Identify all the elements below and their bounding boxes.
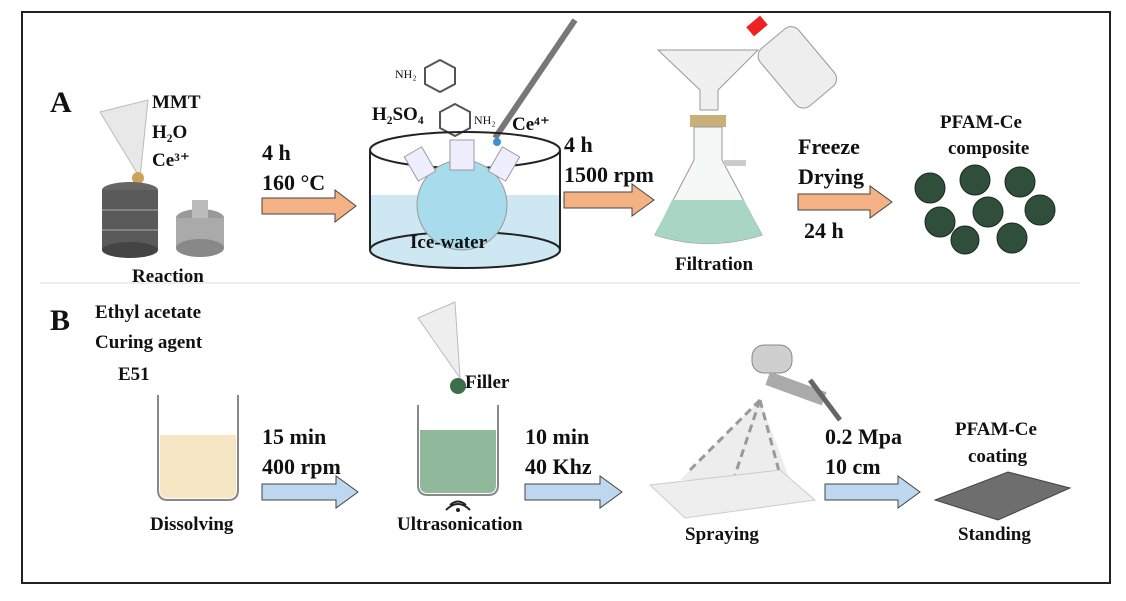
filtration-label: Filtration (675, 254, 754, 275)
arrow-right-icon (797, 185, 893, 219)
reagent-curing-agent: Curing agent (95, 332, 203, 353)
arrow2-b-time: 10 min (525, 424, 589, 449)
spraying-label: Spraying (685, 524, 759, 545)
figure-border (21, 11, 1111, 584)
freeze-label: Freeze (798, 134, 860, 159)
nh2-label-2: NH₂ (474, 113, 496, 127)
h2so4-label: H₂SO₄ (372, 104, 424, 125)
beaker-icon (157, 395, 239, 501)
composite-particles-icon (914, 164, 1056, 255)
arrow-right-icon (524, 475, 623, 509)
ultrasonic-beaker-icon (417, 301, 499, 512)
filtration-icon (654, 15, 837, 244)
arrow2-a-time: 4 h (564, 132, 593, 157)
arrow2-b-freq: 40 Khz (525, 454, 592, 479)
product-a-line1: PFAM-Ce (940, 112, 1022, 133)
ice-bath-icon: NH₂ NH₂ (369, 18, 578, 269)
spray-gun-icon (648, 344, 842, 519)
arrow1-a-temp: 160 °C (262, 170, 325, 195)
step-reaction-label: Reaction (132, 266, 204, 287)
ce4-label: Ce⁴⁺ (512, 114, 550, 135)
arrow-right-icon (261, 475, 359, 509)
ultrasonication-label: Ultrasonication (397, 514, 523, 535)
ice-water-label: Ice-water (410, 232, 488, 253)
standing-label: Standing (958, 524, 1031, 545)
arrow2-a-speed: 1500 rpm (564, 162, 654, 187)
arrow3-b-pressure: 0.2 Mpa (825, 424, 902, 449)
arrow-right-icon (824, 475, 921, 509)
arrow-right-icon (261, 188, 357, 224)
nh2-label: NH₂ (395, 67, 417, 81)
arrow1-a-time: 4 h (262, 140, 291, 165)
panel-b-letter: B (50, 304, 70, 337)
product-b-line1: PFAM-Ce (955, 419, 1037, 440)
reagent-ce3: Ce³⁺ (152, 150, 190, 171)
product-b-line2: coating (968, 446, 1028, 467)
dissolving-label: Dissolving (150, 514, 234, 535)
reagent-ethyl-acetate: Ethyl acetate (95, 302, 201, 323)
arrow1-b-speed: 400 rpm (262, 454, 341, 479)
drying-label: Drying (798, 164, 864, 189)
drying-time-label: 24 h (804, 218, 844, 243)
panel-a-letter: A (50, 86, 72, 119)
arrow1-b-time: 15 min (262, 424, 326, 449)
product-a-line2: composite (948, 138, 1029, 159)
reactor-icon (99, 99, 224, 258)
reagent-h2o: H₂O (152, 122, 187, 143)
reagent-mmt: MMT (152, 92, 201, 113)
reagent-e51: E51 (118, 364, 150, 385)
arrow3-b-distance: 10 cm (825, 454, 881, 479)
arrow-right-icon (563, 183, 655, 217)
filler-label: Filler (465, 372, 510, 393)
reagent-list-a: MMT H₂O Ce³⁺ (152, 92, 201, 171)
coating-plate-icon (933, 471, 1072, 521)
